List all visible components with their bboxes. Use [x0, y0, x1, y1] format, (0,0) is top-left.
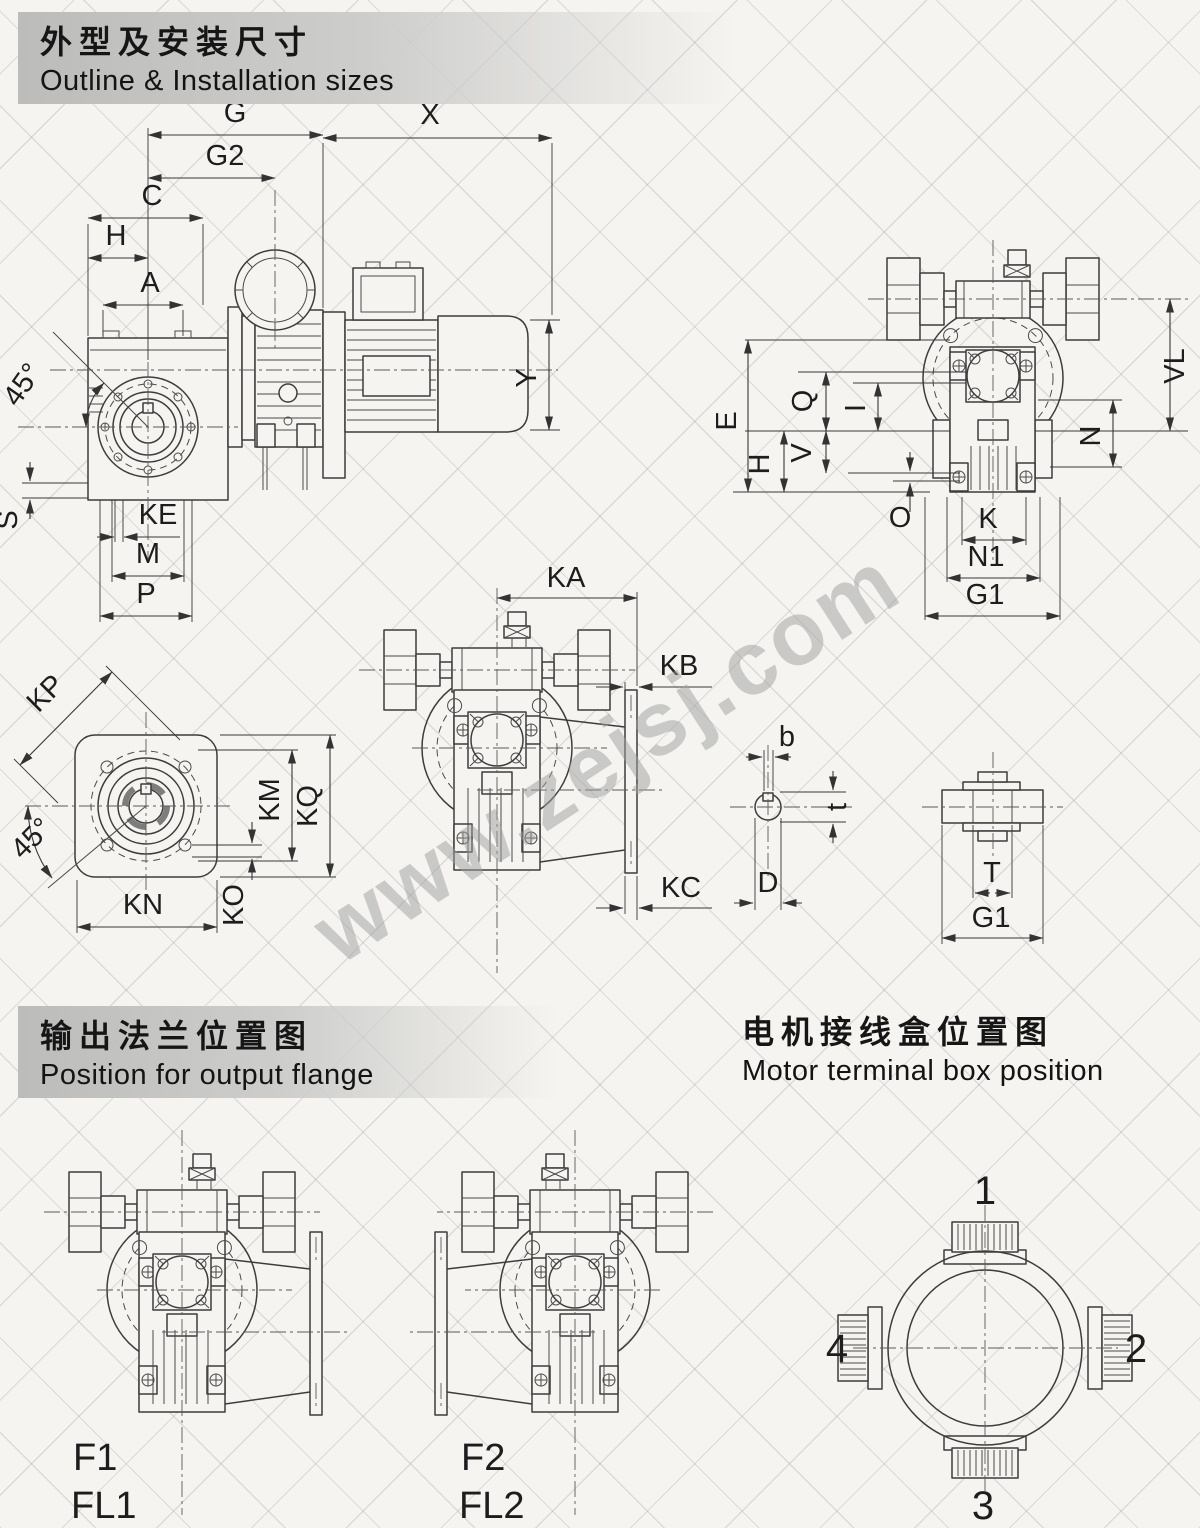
dim-label-K: K	[978, 503, 998, 535]
dim-label-KQ: KQ	[292, 785, 324, 827]
terminal-box-diagram: 1 2 3 4	[826, 1169, 1147, 1528]
dim-label-P: P	[136, 578, 155, 610]
shaft-key-section-drawing: b t D	[730, 721, 853, 910]
dim-label-KP: KP	[21, 669, 71, 719]
terminal-position-1: 1	[974, 1169, 996, 1213]
dim-label-X: X	[420, 99, 439, 131]
dim-label-b: b	[779, 721, 795, 753]
terminal-position-4: 4	[826, 1327, 848, 1371]
label-FL2: FL2	[459, 1485, 524, 1527]
dim-label-V: V	[786, 443, 818, 463]
rear-view-drawing: E H Q V I O VL N K N1 G1	[711, 240, 1192, 621]
terminal-box-title-zh: 电机接线盒位置图	[742, 1014, 1055, 1050]
outline-sizes-title-en: Outline & Installation sizes	[40, 65, 395, 97]
dim-label-E: E	[711, 411, 743, 430]
hollow-shaft-section-drawing: T G1	[922, 752, 1063, 944]
dim-label-45deg-2: 45°	[5, 812, 59, 866]
output-flange-title-zh: 输出法兰位置图	[40, 1018, 314, 1054]
dim-label-KB: KB	[660, 650, 699, 682]
dim-label-S: S	[0, 510, 24, 529]
output-flange-title-en: Position for output flange	[40, 1059, 374, 1091]
dim-label-Q: Q	[787, 390, 819, 413]
dim-label-G: G	[224, 97, 247, 129]
label-F1: F1	[73, 1437, 117, 1479]
dim-label-G1-2: G1	[972, 902, 1011, 934]
dim-label-C: C	[142, 180, 163, 212]
dim-label-45deg: 45°	[0, 358, 48, 412]
dim-label-M: M	[136, 538, 160, 570]
dim-label-I: I	[840, 404, 872, 412]
terminal-box-title-en: Motor terminal box position	[742, 1055, 1104, 1087]
output-flange-header: 输出法兰位置图 Position for output flange	[18, 1006, 598, 1098]
dim-label-H2: H	[744, 454, 776, 475]
side-view-drawing: 45° G X G2 C H A Y S KE M P	[0, 97, 560, 622]
dim-label-KC: KC	[661, 872, 701, 904]
dim-label-G2: G2	[206, 140, 245, 172]
dim-label-T: T	[983, 857, 1001, 889]
outline-sizes-title-zh: 外型及安装尺寸	[40, 24, 314, 60]
dim-label-KM: KM	[254, 778, 286, 822]
dim-label-KA: KA	[547, 562, 586, 594]
dim-label-N1: N1	[967, 541, 1004, 573]
outline-sizes-header: 外型及安装尺寸 Outline & Installation sizes	[18, 12, 790, 104]
terminal-position-2: 2	[1125, 1327, 1147, 1371]
output-flange-drawing: KP 45° KM KQ KO KN	[5, 665, 336, 933]
label-FL1: FL1	[71, 1485, 136, 1527]
dim-label-A: A	[140, 267, 160, 299]
flange-position-f2-drawing: F2 FL2	[406, 1129, 714, 1527]
terminal-position-3: 3	[972, 1484, 994, 1528]
dim-label-H: H	[106, 220, 127, 252]
dim-label-Y: Y	[511, 368, 543, 387]
terminal-box-header: 电机接线盒位置图 Motor terminal box position	[742, 1012, 1104, 1090]
flange-position-f1-drawing: F1 FL1	[43, 1129, 351, 1527]
dim-label-KN: KN	[123, 889, 163, 921]
dim-label-VL: VL	[1159, 348, 1191, 383]
dim-label-G1: G1	[966, 579, 1005, 611]
label-F2: F2	[461, 1437, 505, 1479]
dim-label-O: O	[889, 502, 912, 534]
dim-label-KE: KE	[139, 499, 178, 531]
dim-label-t: t	[821, 803, 853, 811]
dim-label-N: N	[1075, 426, 1107, 447]
side-flange-drawing: KA KB KC	[358, 562, 712, 974]
dim-label-KO: KO	[218, 884, 250, 926]
dim-label-D: D	[758, 867, 779, 899]
